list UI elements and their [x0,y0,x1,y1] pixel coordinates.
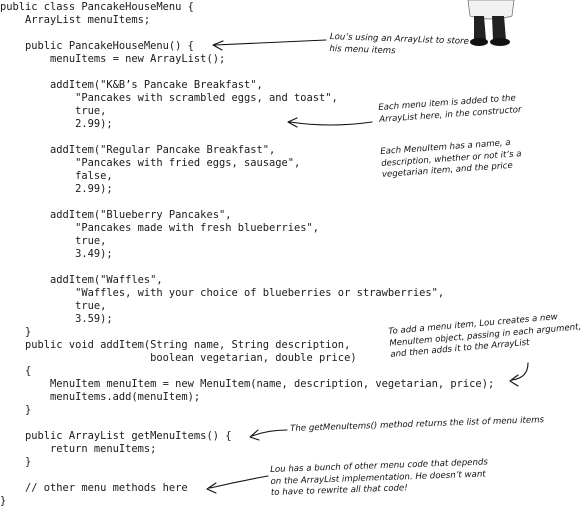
constructor-arrow [287,117,373,128]
code-line: MenuItem menuItem = new MenuItem(name, d… [0,378,495,390]
code-line: // other menu methods here [0,482,188,494]
code-line: addItem("Regular Pancake Breakfast", [0,144,276,156]
code-line: } [0,326,32,338]
code-line: menuItems = new ArrayList(); [0,53,226,65]
code-line: "Waffles, with your choice of blueberrie… [0,287,445,299]
chef-figure [462,0,522,46]
code-line: "Pancakes with fried eggs, sausage", [0,157,301,169]
other-code-arrow [206,475,269,494]
code-line: 3.59); [0,313,113,325]
arraylist-arrow [212,39,327,51]
code-line: true, [0,105,107,117]
code-line: } [0,404,32,416]
code-line: return menuItems; [0,443,157,455]
additem-arrow [509,362,529,387]
code-line: "Pancakes with scrambled eggs, and toast… [0,92,338,104]
code-line: 3.49); [0,248,113,260]
code-line: public void addItem(String name, String … [0,339,351,351]
code-line: addItem("K&B’s Pancake Breakfast", [0,79,263,91]
code-line: public PancakeHouseMenu() { [0,40,194,52]
code-line: 2.99); [0,183,113,195]
code-line: } [0,456,32,468]
code-line: menuItems.add(menuItem); [0,391,201,403]
code-line: true, [0,300,107,312]
code-line: public ArrayList getMenuItems() { [0,430,232,442]
code-line: true, [0,235,107,247]
code-line: } [0,495,7,507]
code-line: "Pancakes made with fresh blueberries", [0,222,320,234]
code-line: boolean vegetarian, double price) [0,352,357,364]
code-line: ArrayList menuItems; [0,14,151,26]
code-line: { [0,365,32,377]
code-line: addItem("Blueberry Pancakes", [0,209,232,221]
code-line: false, [0,170,113,182]
code-line: public class PancakeHouseMenu { [0,1,194,13]
getmenuitems-arrow [249,429,288,441]
code-line: 2.99); [0,118,113,130]
code-line: addItem("Waffles", [0,274,163,286]
